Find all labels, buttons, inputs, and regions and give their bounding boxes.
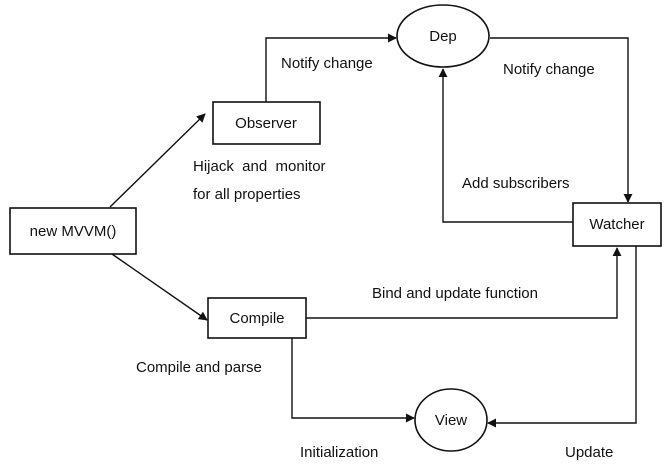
node-dep-label: Dep xyxy=(429,28,457,45)
edge-dep-to-watcher xyxy=(490,37,633,203)
node-mvvm: new MVVM() xyxy=(9,207,137,255)
node-dep: Dep xyxy=(396,4,490,68)
label-hijack-line2: for all properties xyxy=(193,186,301,203)
edge-watcher-to-dep xyxy=(438,68,573,223)
node-observer-label: Observer xyxy=(235,115,297,132)
label-bind-update: Bind and update function xyxy=(372,285,538,302)
edge-compile-to-view xyxy=(291,338,415,423)
node-compile-label: Compile xyxy=(229,310,284,327)
node-watcher-label: Watcher xyxy=(589,216,644,233)
edge-observer-to-dep xyxy=(265,33,397,102)
node-view-label: View xyxy=(435,412,467,429)
label-add-subscribers: Add subscribers xyxy=(462,175,570,192)
label-notify-change-observer: Notify change xyxy=(281,55,373,72)
label-compile-parse: Compile and parse xyxy=(136,359,262,376)
node-view: View xyxy=(414,388,488,452)
label-initialization: Initialization xyxy=(300,444,378,461)
edge-mvvm-to-compile xyxy=(111,253,208,321)
edge-watcher-to-view xyxy=(487,246,637,428)
node-observer: Observer xyxy=(212,101,321,145)
label-notify-change-dep: Notify change xyxy=(503,61,595,78)
label-hijack-line1: Hijack and monitor xyxy=(193,158,326,175)
label-update: Update xyxy=(565,444,613,461)
node-watcher: Watcher xyxy=(572,202,662,247)
node-compile: Compile xyxy=(207,297,307,339)
node-mvvm-label: new MVVM() xyxy=(30,223,117,240)
edge-mvvm-to-observer xyxy=(109,113,206,208)
edge-compile-to-watcher xyxy=(306,247,622,319)
